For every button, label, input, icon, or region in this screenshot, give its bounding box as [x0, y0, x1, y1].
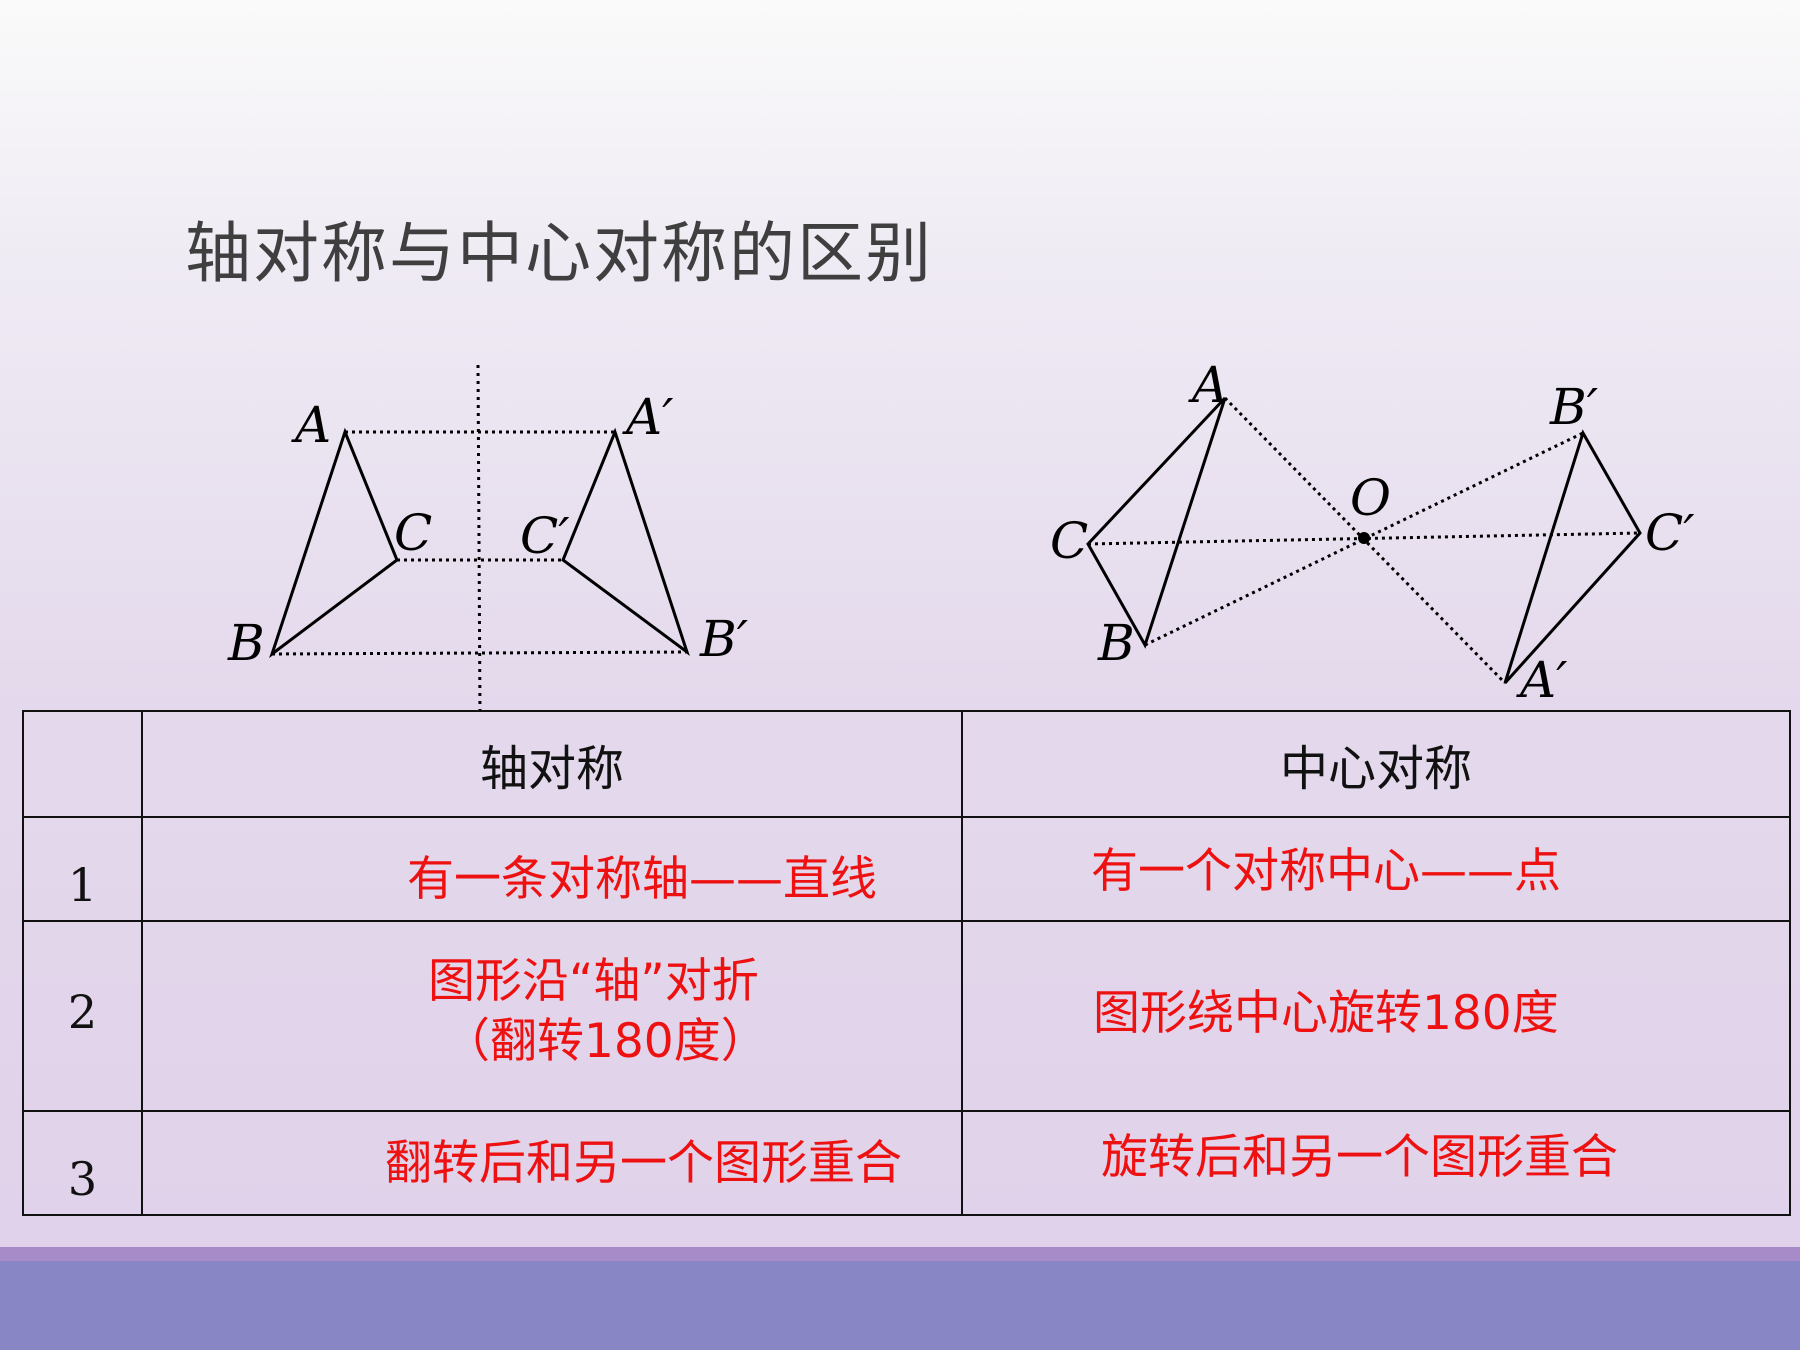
- header-empty-cell: [22, 710, 143, 818]
- dotted-line-c-c-prime: [1087, 531, 1641, 546]
- symmetry-axis-line: [476, 364, 482, 716]
- dotted-line-b: [271, 650, 688, 656]
- table-row: 3 翻转后和另一个图形重合 旋转后和另一个图形重合: [22, 1110, 1791, 1216]
- label-c-center: C: [1050, 512, 1088, 570]
- axis-answer-text: 有一条对称轴——直线: [407, 852, 877, 907]
- triangle-abc-prime: [561, 427, 690, 657]
- header-axis-symmetry: 轴对称: [141, 710, 963, 818]
- center-cell: 有一个对称中心——点: [961, 816, 1791, 922]
- label-c-prime: C′: [520, 507, 570, 565]
- table-row: 2 图形沿“轴”对折 （翻转180度） 图形绕中心旋转180度: [22, 920, 1791, 1112]
- table-header-row: 轴对称 中心对称: [22, 710, 1791, 818]
- label-a: A: [291, 396, 331, 454]
- label-a-prime-center: A′: [1516, 651, 1568, 709]
- label-o: O: [1350, 469, 1391, 527]
- comparison-table: 轴对称 中心对称 1 有一条对称轴——直线 有一个对称中心——点 2 图形沿“轴…: [22, 710, 1791, 1216]
- label-a-prime: A′: [622, 388, 674, 446]
- triangle-abc-prime-center: [1503, 429, 1642, 685]
- row-number: 2: [22, 920, 143, 1112]
- axis-answer-text: 翻转后和另一个图形重合: [385, 1136, 902, 1191]
- axis-cell: 有一条对称轴——直线: [141, 816, 963, 922]
- triangle-abc-center: [1086, 396, 1227, 649]
- axis-answer-text-line1: 图形沿“轴”对折: [428, 954, 759, 1009]
- center-answer-text: 有一个对称中心——点: [1091, 844, 1561, 899]
- slide-title: 轴对称与中心对称的区别: [185, 215, 933, 292]
- axis-cell: 图形沿“轴”对折 （翻转180度）: [141, 920, 963, 1112]
- axis-answer-text-line2: （翻转180度）: [443, 1014, 768, 1069]
- label-b-center: B: [1097, 614, 1135, 672]
- label-b: B: [227, 614, 265, 672]
- label-b-prime-center: B′: [1549, 378, 1599, 436]
- label-b-prime: B′: [699, 610, 749, 668]
- center-cell: 旋转后和另一个图形重合: [961, 1110, 1791, 1216]
- label-c-prime-center: C′: [1645, 504, 1695, 562]
- axis-symmetry-figure: A B C A′ B′ C′: [227, 364, 749, 716]
- header-center-symmetry: 中心对称: [961, 710, 1791, 818]
- triangle-abc: [269, 427, 399, 659]
- label-a-center: A: [1188, 356, 1228, 414]
- label-c: C: [394, 504, 432, 562]
- axis-cell: 翻转后和另一个图形重合: [141, 1110, 963, 1216]
- row-number: 3: [22, 1110, 143, 1216]
- symmetry-figures: A B C A′ B′ C′ A B C O B′ C′ A′: [227, 356, 1695, 716]
- table-row: 1 有一条对称轴——直线 有一个对称中心——点: [22, 816, 1791, 922]
- footer-bar: [0, 1247, 1800, 1350]
- center-answer-text: 图形绕中心旋转180度: [1093, 986, 1559, 1041]
- row-number: 1: [22, 816, 143, 922]
- center-answer-text: 旋转后和另一个图形重合: [1101, 1130, 1618, 1185]
- center-symmetry-figure: A B C O B′ C′ A′: [1050, 356, 1695, 709]
- center-point-o: [1358, 532, 1370, 544]
- center-cell: 图形绕中心旋转180度: [961, 920, 1791, 1112]
